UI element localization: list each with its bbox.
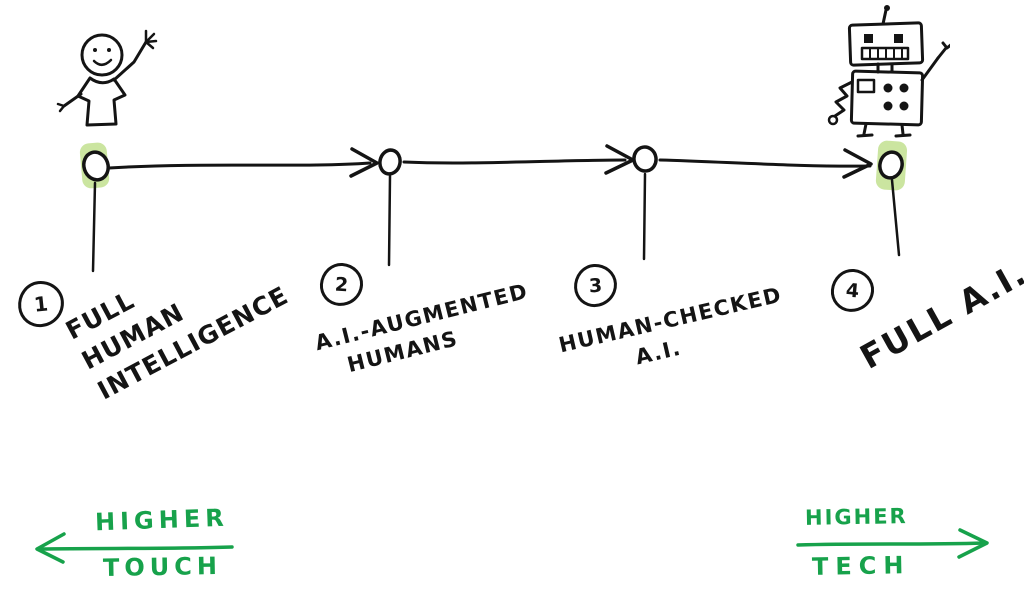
wrench-icon [936, 41, 950, 60]
node-1 [82, 150, 110, 182]
footer-arrows [35, 528, 989, 564]
connector-line-3 [642, 172, 647, 261]
smile [92, 58, 113, 66]
higher-tech-word-2: TECH [811, 551, 911, 581]
node-3 [632, 145, 658, 173]
robot-icon [827, 5, 950, 138]
waving-person-icon [56, 29, 158, 127]
robot-legs [856, 122, 912, 138]
higher-touch-arrow-shaft [38, 545, 234, 551]
robot-right-arm [920, 41, 950, 82]
connector-line-4 [890, 178, 901, 257]
person-left-arm [56, 92, 83, 113]
robot-antenna [881, 5, 890, 26]
connector-line-1 [91, 181, 97, 273]
spectrum-axis [79, 140, 908, 273]
higher-touch-word-1: HIGHER [94, 503, 230, 537]
person-head [80, 33, 124, 77]
axis-arrowhead-4 [842, 148, 873, 179]
person-body [76, 76, 127, 127]
person-waving-arm [112, 29, 158, 82]
higher-touch-word-2: TOUCH [102, 551, 223, 583]
axis-arrowhead-2 [349, 147, 379, 178]
robot-left-arm [827, 80, 854, 126]
connector-line-2 [387, 174, 392, 267]
robot-head [847, 21, 925, 67]
higher-tech-arrow-shaft [796, 541, 986, 547]
node-2 [378, 148, 402, 176]
node-4 [878, 150, 904, 180]
axis-line [107, 158, 872, 170]
left-arrowhead [35, 532, 66, 564]
robot-body [849, 69, 925, 127]
right-arrowhead [957, 528, 989, 559]
robot-panel [856, 78, 876, 94]
higher-tech-word-1: HIGHER [804, 504, 908, 530]
